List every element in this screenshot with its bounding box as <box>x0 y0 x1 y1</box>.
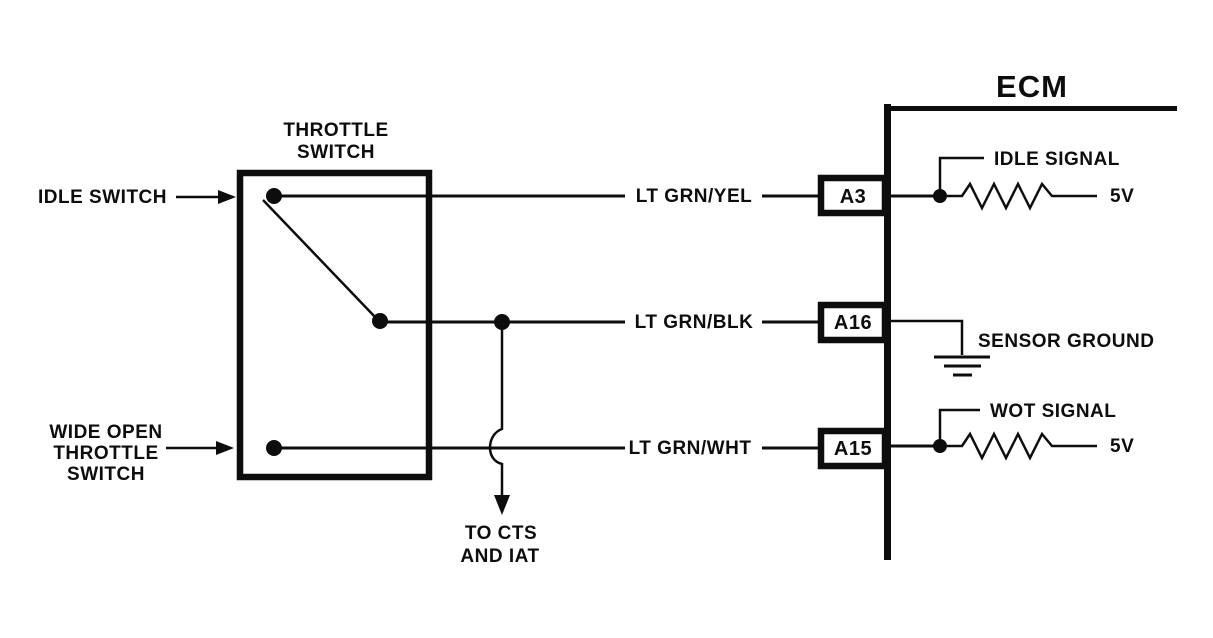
throttle-switch-box <box>236 169 433 481</box>
throttle-switch-title-line2: SWITCH <box>297 142 375 163</box>
wire-lt-grn-blk-label: LT GRN/BLK <box>635 312 754 333</box>
wire-lt-grn-yel-label: LT GRN/YEL <box>636 186 753 207</box>
pin-a16-box <box>817 301 889 344</box>
branch-arrowhead <box>494 495 510 515</box>
wot-signal-leader-line <box>938 408 980 440</box>
wot-signal-junction-dot <box>933 439 947 453</box>
ecm-top-edge-line <box>884 106 1177 111</box>
wot-signal-5v-label: 5V <box>1110 436 1134 457</box>
pin-a3-box <box>817 174 889 217</box>
wide-open-throttle-label-line2: THROTTLE <box>53 443 158 464</box>
branch-label-line2: AND IAT <box>460 546 539 567</box>
ecm-title: ECM <box>996 69 1068 104</box>
wide-open-throttle-label-line1: WIDE OPEN <box>49 422 162 443</box>
idle-switch-label: IDLE SWITCH <box>38 187 167 208</box>
pin-a16-label: A16 <box>834 312 872 334</box>
branch-wire-with-hop <box>488 330 504 497</box>
idle-signal-label: IDLE SIGNAL <box>994 149 1120 170</box>
branch-junction-dot <box>494 314 510 330</box>
wide-open-throttle-label-line3: SWITCH <box>67 464 145 485</box>
switch-arm <box>262 199 377 319</box>
wot-signal-resistor <box>947 431 1097 461</box>
throttle-switch-title-line1: THROTTLE <box>283 120 388 141</box>
pin-a3-label: A3 <box>840 186 867 208</box>
wot-switch-arrowhead <box>216 441 234 455</box>
idle-signal-junction-dot <box>933 189 947 203</box>
idle-switch-arrowhead <box>218 190 236 204</box>
idle-signal-resistor <box>947 181 1097 211</box>
pin-a15-box <box>817 427 889 470</box>
idle-signal-leader-line <box>938 156 984 190</box>
branch-label-line1: TO CTS <box>465 523 537 544</box>
wot-signal-label: WOT SIGNAL <box>990 401 1116 422</box>
wire-lt-grn-wht-label: LT GRN/WHT <box>629 438 752 459</box>
idle-signal-5v-label: 5V <box>1110 186 1134 207</box>
sensor-ground-label: SENSOR GROUND <box>978 331 1154 352</box>
pin-a15-label: A15 <box>834 438 872 460</box>
sensor-ground-wire <box>891 319 964 355</box>
